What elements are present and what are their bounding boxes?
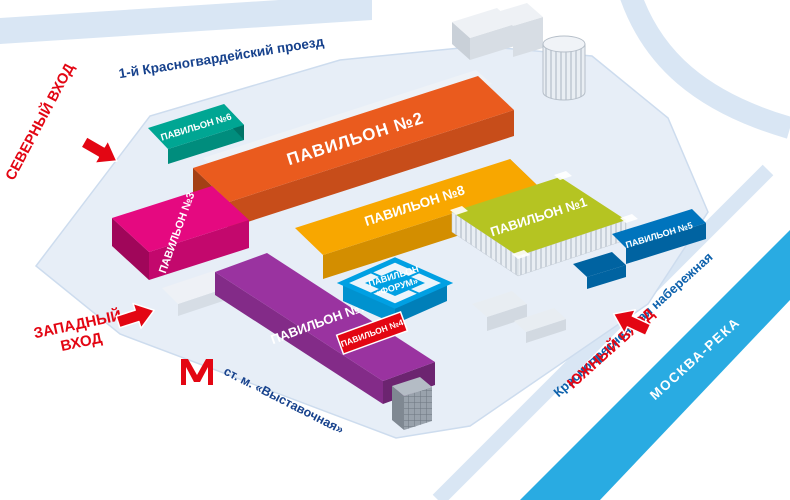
cylinder-tank <box>542 35 586 101</box>
roof-front <box>626 223 706 264</box>
plate <box>335 311 409 355</box>
roof-pad <box>554 171 572 180</box>
service-buildings <box>452 3 543 60</box>
block-roof <box>514 308 566 332</box>
service-block-roof <box>452 8 515 38</box>
roof-front-right <box>395 283 447 324</box>
service-tower-roof <box>497 3 543 26</box>
north-road-surface <box>0 0 372 44</box>
roof-top <box>193 76 514 202</box>
roof-top <box>112 186 249 252</box>
pavilion-1[interactable]: ПАВИЛЬОН №1 <box>450 171 638 277</box>
west-entrance-arrow <box>115 302 155 329</box>
roof-side <box>112 218 149 280</box>
roof-top <box>295 159 538 255</box>
tower-side <box>392 386 404 430</box>
metro-m <box>181 359 213 385</box>
block-front <box>487 304 527 331</box>
roof-top <box>215 253 435 381</box>
roof-front <box>229 110 514 228</box>
roof-top <box>148 104 244 149</box>
tower-roof <box>392 377 432 396</box>
roof-center <box>365 270 425 296</box>
south-service-blocks <box>472 291 566 343</box>
service-block-front <box>470 24 515 60</box>
roof-pad <box>620 214 638 223</box>
metro-logo <box>181 359 213 385</box>
roof-top <box>452 177 626 256</box>
south-entrance-arrow <box>612 309 652 337</box>
north-entrance-arrow <box>80 136 118 165</box>
north-entrance: СЕВЕРНЫЙ ВХОД <box>1 60 118 184</box>
northeast-road <box>620 0 790 139</box>
canopy-roof <box>162 270 232 304</box>
tank-top <box>542 35 586 53</box>
roof-pad <box>450 206 468 215</box>
roof-front <box>149 220 249 280</box>
north-entrance-label: СЕВЕРНЫЙ ВХОД <box>1 60 78 184</box>
tower-grid <box>404 387 432 430</box>
roof-front-left <box>343 283 395 324</box>
pavilion-3[interactable]: ПАВИЛЬОН №3 <box>112 186 249 280</box>
river-water <box>520 230 790 500</box>
block-front <box>526 319 566 343</box>
block-roof <box>472 291 527 317</box>
tank-body <box>542 43 586 101</box>
annex-front <box>587 265 626 289</box>
service-tower-front <box>513 17 543 57</box>
roof-front <box>215 272 383 404</box>
roof-pad <box>512 250 530 259</box>
roof-front <box>168 125 244 164</box>
pavilion-4[interactable]: ПАВИЛЬОН №4 <box>335 311 409 355</box>
roof-top <box>612 209 706 248</box>
pavilion-forum[interactable]: ПАВИЛЬОН «ФОРУМ» <box>336 257 454 324</box>
lattice-tower <box>392 377 432 430</box>
annex-roof <box>573 252 626 277</box>
service-block-side <box>452 22 470 60</box>
